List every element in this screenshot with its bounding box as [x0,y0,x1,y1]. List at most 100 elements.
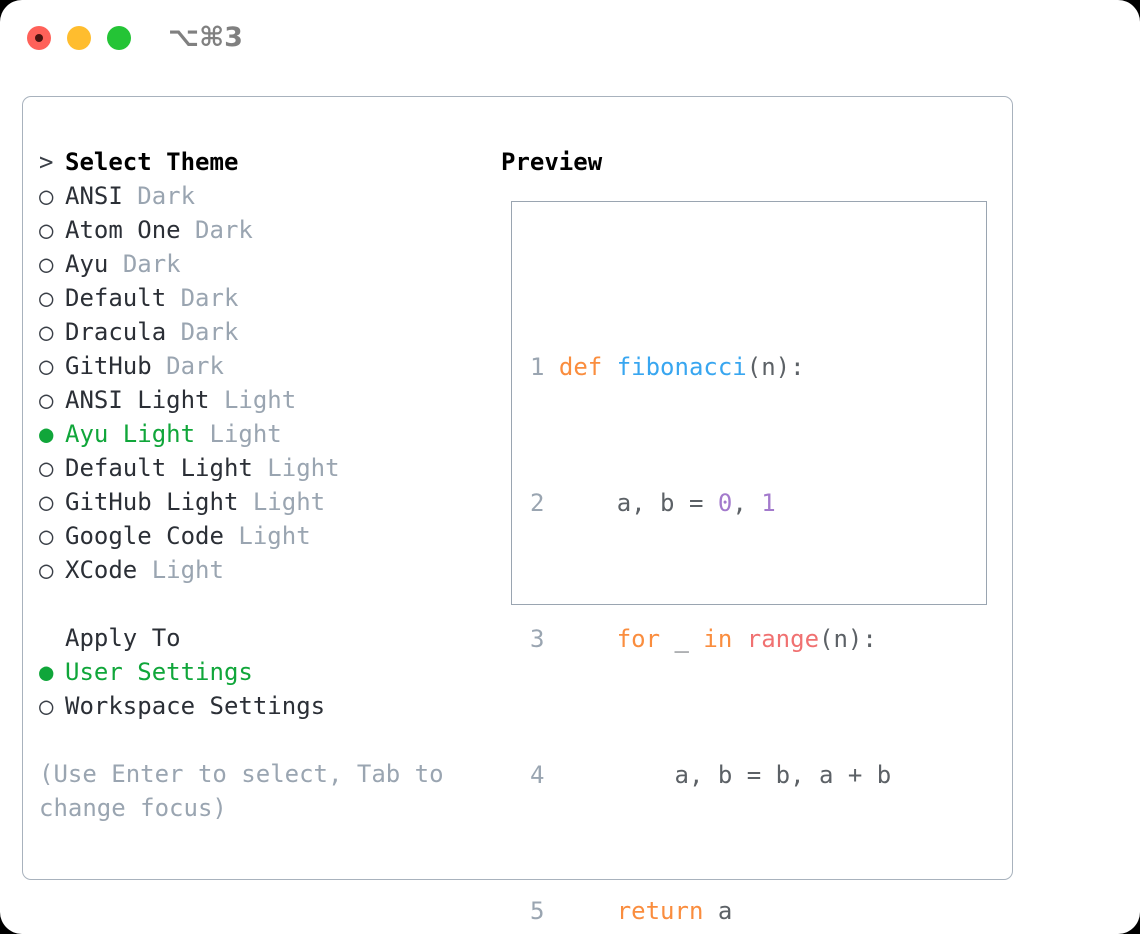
theme-option-suffix: Light [267,454,340,482]
apply-to-option-label: Workspace Settings [65,692,326,720]
code-token: (n): [746,353,805,381]
radio-unselected-icon: ○ [39,250,54,278]
apply-to-heading-indent [39,621,65,655]
code-token: , [732,489,762,517]
theme-option-label: Ayu [65,250,109,278]
theme-option-label: XCode [65,556,138,584]
code-line: 3 for _ in range(n): [530,622,920,656]
code-token [732,625,746,653]
apply-to-option-label: User Settings [65,658,253,686]
code-token: _ [660,625,704,653]
theme-option-suffix: Light [151,556,224,584]
theme-picker-column: >Select Theme ○ANSI Dark ○Atom One Dark … [39,145,499,825]
theme-option-suffix: Light [252,488,326,516]
code-token: def [558,353,617,381]
code-token: for [616,625,661,653]
radio-unselected-icon: ○ [39,318,54,346]
code-line: 1 def fibonacci(n): [530,350,920,384]
radio-unselected-icon: ○ [39,556,54,584]
theme-option-atom-one-dark[interactable]: ○ Atom One Dark [39,213,499,247]
theme-option-default-light[interactable]: ○Default Light Light [39,451,499,485]
code-line: 5 return a [530,894,920,928]
code-token: (n): [819,625,877,653]
code-token: 1 [761,489,776,517]
content-panel: >Select Theme ○ANSI Dark ○Atom One Dark … [22,96,1013,925]
theme-option-suffix: Dark [166,352,224,380]
theme-option-suffix: Dark [137,182,196,210]
code-line: 2 a, b = 0, 1 [530,486,920,520]
apply-to-heading-label: Apply To [65,624,181,652]
code-token [559,625,617,653]
line-number: 1 [530,353,545,381]
prompt-caret-icon: > [39,148,54,176]
apply-to-heading: Apply To [39,621,499,655]
minimize-window-button[interactable] [67,26,91,50]
theme-option-dracula-dark[interactable]: ○ Dracula Dark [39,315,499,349]
theme-option-label: GitHub [65,352,152,380]
theme-option-github-dark[interactable]: ○ GitHub Dark [39,349,499,383]
code-token: range [746,625,820,653]
select-theme-heading: > Select Theme [39,145,499,179]
line-number: 2 [530,489,545,517]
theme-option-ansi-light[interactable]: ○ANSI Light Light [39,383,499,417]
radio-selected-icon: ● [39,658,54,686]
line-number: 4 [530,761,545,789]
code-token: fibonacci [616,353,747,381]
theme-option-suffix: Dark [195,216,253,244]
theme-option-label: ANSI Light [65,386,210,414]
code-line: 4 a, b = b, a + b [530,758,920,792]
code-token: 0 [717,489,733,517]
theme-option-suffix: Dark [122,250,181,278]
theme-option-label: Google Code [65,522,224,550]
radio-unselected-icon: ○ [39,216,54,244]
theme-option-default-dark[interactable]: ○ Default Dark [39,281,499,315]
theme-option-ayu-dark[interactable]: ○ Ayu Dark [39,247,499,281]
radio-unselected-icon: ○ [39,284,54,312]
preview-column: Preview 1 def fibonacci(n): 2 a, b = 0, … [501,145,1001,925]
theme-option-label: GitHub Light [65,488,239,516]
code-token: return [616,897,704,925]
preview-box: 1 def fibonacci(n): 2 a, b = 0, 1 3 for … [511,201,987,925]
theme-option-suffix: Dark [180,284,239,312]
code-token [559,897,617,925]
theme-option-label: Dracula [65,318,167,346]
select-theme-heading-label: Select Theme [65,148,239,176]
theme-option-github-light[interactable]: ○ GitHub Light Light [39,485,499,519]
radio-unselected-icon: ○ [39,692,54,720]
theme-option-label: Ayu Light [65,420,196,448]
radio-selected-icon: ● [39,420,54,448]
theme-option-suffix: Light [209,420,282,448]
radio-unselected-icon: ○ [39,488,54,516]
theme-option-suffix: Light [238,522,311,550]
theme-option-xcode[interactable]: ○ XCode Light [39,553,499,587]
theme-option-label: ANSI [65,182,123,210]
theme-option-suffix: Dark [180,318,239,346]
close-window-button[interactable] [27,26,51,50]
apply-to-option-user-settings[interactable]: ● User Settings [39,655,499,689]
title-bar: ⌥⌘3 [0,0,1140,78]
theme-option-label: Default [65,284,167,312]
apply-to-option-workspace-settings[interactable]: ○ Workspace Settings [39,689,499,723]
theme-option-ansi-dark[interactable]: ○ ANSI Dark [39,179,499,213]
hint-spacer [39,723,499,757]
keyboard-shortcut-label: ⌥⌘3 [168,22,243,53]
theme-option-ayu-light[interactable]: ● Ayu Light Light [39,417,499,451]
section-spacer [39,587,499,621]
radio-unselected-icon: ○ [39,522,54,550]
radio-unselected-icon: ○ [39,352,54,380]
maximize-window-button[interactable] [107,26,131,50]
line-number: 5 [530,897,545,925]
code-token: a, b = [558,489,718,517]
theme-option-google-code[interactable]: ○ Google Code Light [39,519,499,553]
theme-option-suffix: Light [223,386,297,414]
preview-code: 1 def fibonacci(n): 2 a, b = 0, 1 3 for … [530,248,920,934]
code-token: in [703,625,733,653]
line-number: 3 [530,625,545,653]
keyboard-hint-text: (Use Enter to select, Tab to change focu… [39,760,444,822]
radio-unselected-icon: ○ [39,182,54,210]
preview-title: Preview [501,148,603,176]
code-token: a [703,897,733,925]
theme-option-label: Default Light [65,454,253,482]
theme-option-label: Atom One [65,216,181,244]
